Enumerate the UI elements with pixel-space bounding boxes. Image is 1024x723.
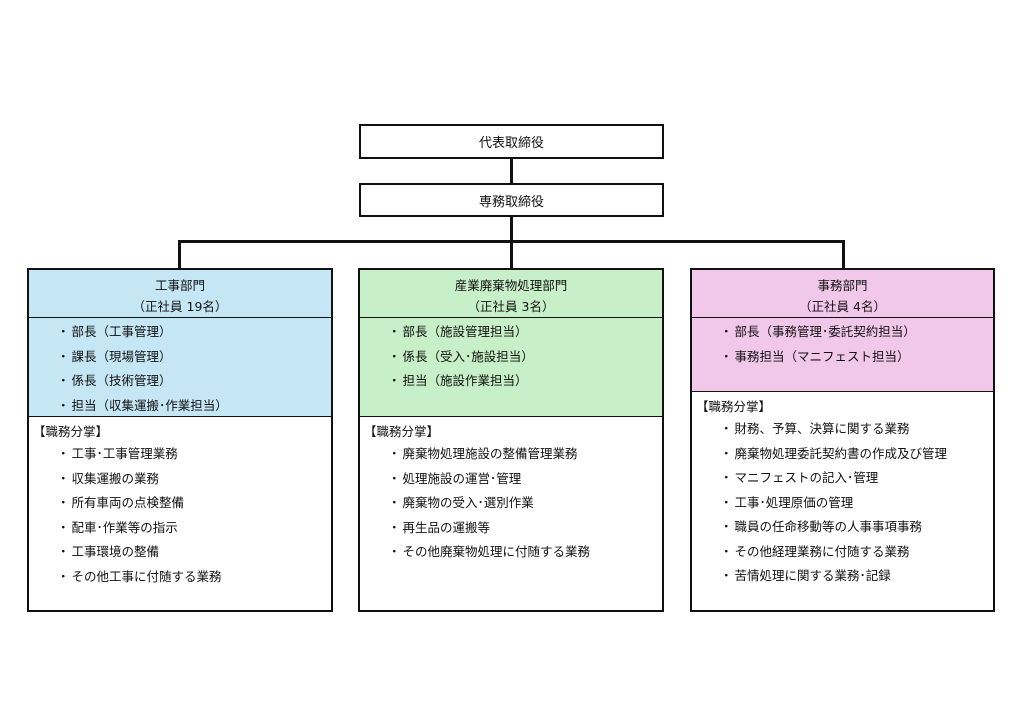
role-item: 担当（収集運搬･作業担当） [57,394,331,419]
role-item: 部長（施設管理担当） [388,320,662,345]
managing-director-box: 専務取締役 [359,183,664,217]
role-item: 課長（現場管理） [57,345,331,370]
ceo-label: 代表取締役 [478,136,544,151]
role-item: 部長（事務管理･委託契約担当） [720,320,993,345]
duty-item: 再生品の運搬等 [388,516,662,541]
connector-md-stem [510,217,513,242]
duty-item: その他廃棄物処理に付随する業務 [388,540,662,565]
connector-waste [510,240,513,269]
duty-item: 工事･処理原価の管理 [720,491,993,516]
construction-dept-name: 工事部門 [154,278,205,293]
duties-title: 【職務分掌】 [364,424,440,439]
duty-item: 処理施設の運営･管理 [388,467,662,492]
duty-item: 工事環境の整備 [57,540,331,565]
office-dept-name: 事務部門 [817,278,868,293]
construction-roles: 部長（工事管理） 課長（現場管理） 係長（技術管理） 担当（収集運搬･作業担当） [29,318,331,417]
waste-dept-staff: （正社員 3名） [467,299,555,314]
connector-construction [178,240,181,269]
construction-duties: 【職務分掌】 工事･工事管理業務 収集運搬の業務 所有車両の点検整備 配車･作業… [29,417,331,589]
construction-department-box: 工事部門 （正社員 19名） 部長（工事管理） 課長（現場管理） 係長（技術管理… [27,268,333,612]
role-item: 事務担当（マニフェスト担当） [720,345,993,370]
role-item: 部長（工事管理） [57,320,331,345]
waste-dept-name: 産業廃棄物処理部門 [454,278,568,293]
duty-item: 苦情処理に関する業務･記録 [720,564,993,589]
role-item: 係長（技術管理） [57,369,331,394]
duty-item: 廃棄物処理委託契約書の作成及び管理 [720,442,993,467]
connector-ceo-md [510,159,513,183]
waste-duties: 【職務分掌】 廃棄物処理施設の整備管理業務 処理施設の運営･管理 廃棄物の受入･… [360,417,662,565]
waste-department-box: 産業廃棄物処理部門 （正社員 3名） 部長（施設管理担当） 係長（受入･施設担当… [358,268,664,612]
role-item: 担当（施設作業担当） [388,369,662,394]
duty-item: その他経理業務に付随する業務 [720,540,993,565]
ceo-box: 代表取締役 [359,124,664,159]
office-dept-header: 事務部門 （正社員 4名） [692,270,993,318]
construction-dept-staff: （正社員 19名） [132,299,228,314]
duty-item: 職員の任命移動等の人事事項事務 [720,515,993,540]
duty-item: 廃棄物処理施設の整備管理業務 [388,442,662,467]
duty-item: 財務、予算、決算に関する業務 [720,417,993,442]
role-item: 係長（受入･施設担当） [388,345,662,370]
duty-item: 配車･作業等の指示 [57,516,331,541]
office-dept-staff: （正社員 4名） [799,299,886,314]
duty-item: 収集運搬の業務 [57,467,331,492]
office-duties: 【職務分掌】 財務、予算、決算に関する業務 廃棄物処理委託契約書の作成及び管理 … [692,392,993,589]
duties-title: 【職務分掌】 [33,424,109,439]
duty-item: その他工事に付随する業務 [57,565,331,590]
office-department-box: 事務部門 （正社員 4名） 部長（事務管理･委託契約担当） 事務担当（マニフェス… [690,268,995,612]
duty-item: 所有車両の点検整備 [57,491,331,516]
duty-item: 廃棄物の受入･選別作業 [388,491,662,516]
managing-director-label: 専務取締役 [478,194,544,210]
duty-item: マニフェストの記入･管理 [720,466,993,491]
construction-dept-header: 工事部門 （正社員 19名） [29,270,331,318]
office-roles: 部長（事務管理･委託契約担当） 事務担当（マニフェスト担当） [692,318,993,392]
duties-title: 【職務分掌】 [696,399,772,414]
duty-item: 工事･工事管理業務 [57,442,331,467]
connector-office [842,240,845,269]
waste-dept-header: 産業廃棄物処理部門 （正社員 3名） [360,270,662,318]
waste-roles: 部長（施設管理担当） 係長（受入･施設担当） 担当（施設作業担当） [360,318,662,417]
